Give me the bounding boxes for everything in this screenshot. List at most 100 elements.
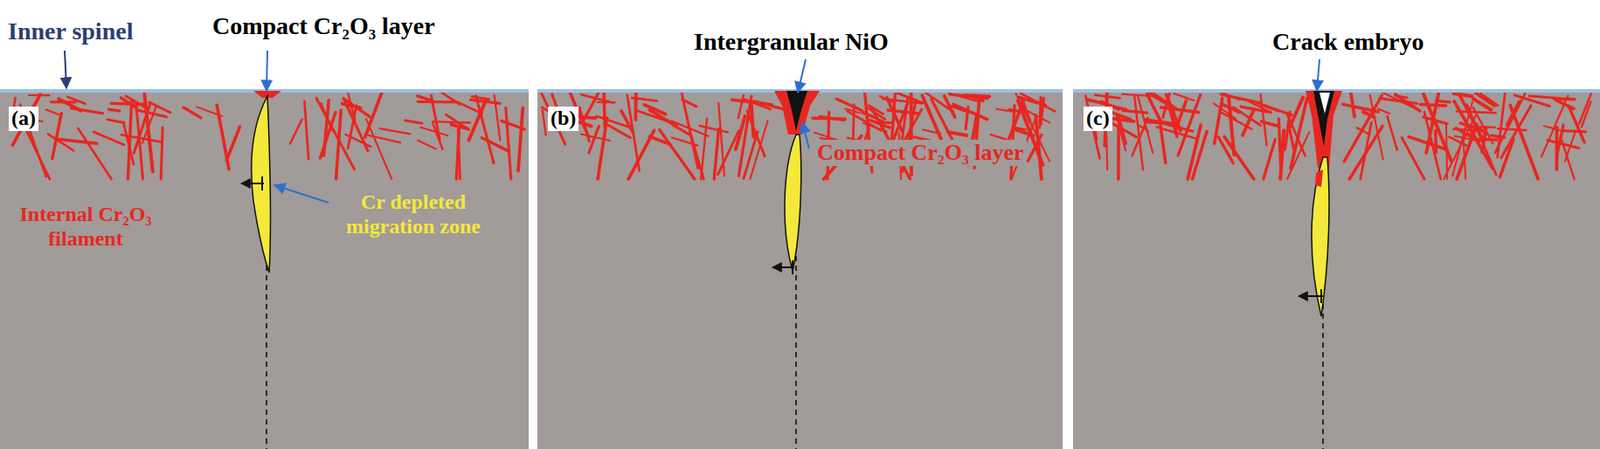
panel-letter: (b)	[547, 106, 579, 132]
oxide-filament	[1468, 133, 1480, 141]
oxide-filament	[149, 102, 171, 113]
oxide-filament	[136, 110, 167, 118]
oxide-filament	[1263, 139, 1275, 180]
oxide-filament	[1395, 94, 1420, 111]
oxide-filament	[963, 95, 990, 97]
oxide-filament	[48, 133, 74, 151]
oxide-filament	[1040, 98, 1044, 125]
oxide-filament	[505, 107, 512, 180]
oxide-filament	[432, 121, 471, 123]
oxide-filament	[644, 104, 665, 115]
oxide-filament	[603, 92, 605, 128]
compact-oxide	[774, 90, 820, 135]
oxide-filament	[690, 134, 704, 180]
compact-oxide	[1305, 90, 1343, 168]
oxide-filament	[58, 98, 82, 111]
oxide-filament	[107, 119, 125, 124]
oxide-filament	[471, 96, 490, 100]
oxide-filament	[1009, 109, 1021, 111]
oxide-filament	[1343, 95, 1382, 162]
oxide-filament	[160, 127, 163, 180]
oxide-filament	[597, 101, 616, 104]
depleted-zone	[1311, 157, 1330, 317]
oxide-filament	[1514, 95, 1550, 107]
oxide-filament	[1475, 92, 1495, 106]
oxide-filament	[597, 117, 608, 180]
oxide-filament	[604, 123, 631, 138]
oxide-filament	[1177, 94, 1201, 156]
oxide-filament	[494, 95, 501, 140]
oxide-filament	[1349, 125, 1383, 180]
leader-arrow	[797, 59, 806, 93]
oxide-filament	[476, 96, 494, 164]
oxide-filament	[343, 97, 368, 151]
oxide-filament	[51, 100, 77, 104]
migration-tick	[1320, 289, 1323, 304]
nio-wedge	[786, 90, 808, 132]
oxide-filament	[1020, 93, 1055, 112]
oxide-filament	[1423, 117, 1448, 125]
oxide-filament	[588, 125, 600, 153]
oxide-filament	[1170, 110, 1178, 137]
migration-tick	[261, 176, 264, 191]
oxide-filament	[1460, 123, 1480, 130]
oxide-filament	[380, 128, 411, 134]
oxide-filament	[46, 109, 62, 116]
region-label: Internal Cr₂O₃ filament	[0, 202, 172, 251]
oxide-filament	[971, 96, 984, 102]
migration-tick	[791, 260, 794, 275]
oxide-filament	[1456, 111, 1497, 114]
oxide-filament	[1491, 135, 1505, 138]
oxide-filament	[1555, 99, 1574, 109]
oxide-filament	[1261, 121, 1279, 126]
oxide-filament	[1108, 121, 1137, 138]
leader-arrow	[1316, 59, 1320, 91]
leader-arrow	[802, 122, 810, 149]
oxide-filament	[1260, 94, 1268, 146]
oxide-filament	[1408, 137, 1448, 151]
oxide-filament	[365, 93, 382, 139]
oxide-filament	[1220, 94, 1261, 104]
oxide-filament	[1529, 96, 1559, 99]
leader-arrow	[274, 185, 329, 203]
oxide-filament	[896, 92, 923, 104]
oxide-filament	[738, 95, 744, 118]
oxide-filament	[1012, 126, 1026, 130]
oxide-filament	[718, 130, 740, 174]
oxide-filament	[405, 120, 423, 124]
oxide-filament	[110, 103, 145, 104]
oxide-filament	[1258, 103, 1292, 115]
oxide-filament	[751, 105, 754, 138]
oxide-filament	[621, 110, 633, 132]
oxide-filament	[659, 129, 695, 180]
oxide-filament	[1387, 116, 1398, 150]
oxide-bit	[1315, 169, 1323, 188]
oxide-filament	[304, 101, 309, 160]
oxide-filament	[1264, 105, 1279, 111]
oxide-filament	[1116, 124, 1121, 180]
oxide-filament	[432, 124, 443, 150]
oxide-filament	[965, 106, 969, 129]
depleted-zone	[784, 134, 802, 271]
migration-arrow	[772, 266, 795, 269]
oxide-filament	[581, 133, 610, 141]
oxide-filament	[1176, 100, 1187, 130]
oxide-filament	[450, 124, 467, 130]
oxide-filament	[125, 96, 146, 108]
oxide-filament	[1288, 123, 1295, 151]
oxide-filament	[1569, 108, 1585, 143]
oxide-filament	[1565, 130, 1576, 162]
oxide-filament	[108, 109, 119, 111]
oxide-filament	[124, 124, 134, 166]
oxide-filament	[1555, 127, 1559, 170]
oxide-filament	[121, 134, 161, 142]
panel-letter: (c)	[1083, 106, 1113, 132]
oxide-filament	[542, 109, 547, 135]
oxide-filament	[1378, 109, 1390, 114]
phase-label: Intergranular NiO	[693, 27, 889, 56]
feature-label: Crack embryo	[1272, 27, 1424, 56]
leader-arrow	[266, 50, 268, 91]
oxide-filament	[1420, 104, 1447, 106]
oxide-filament	[953, 103, 988, 119]
leader-arrow	[64, 50, 67, 89]
